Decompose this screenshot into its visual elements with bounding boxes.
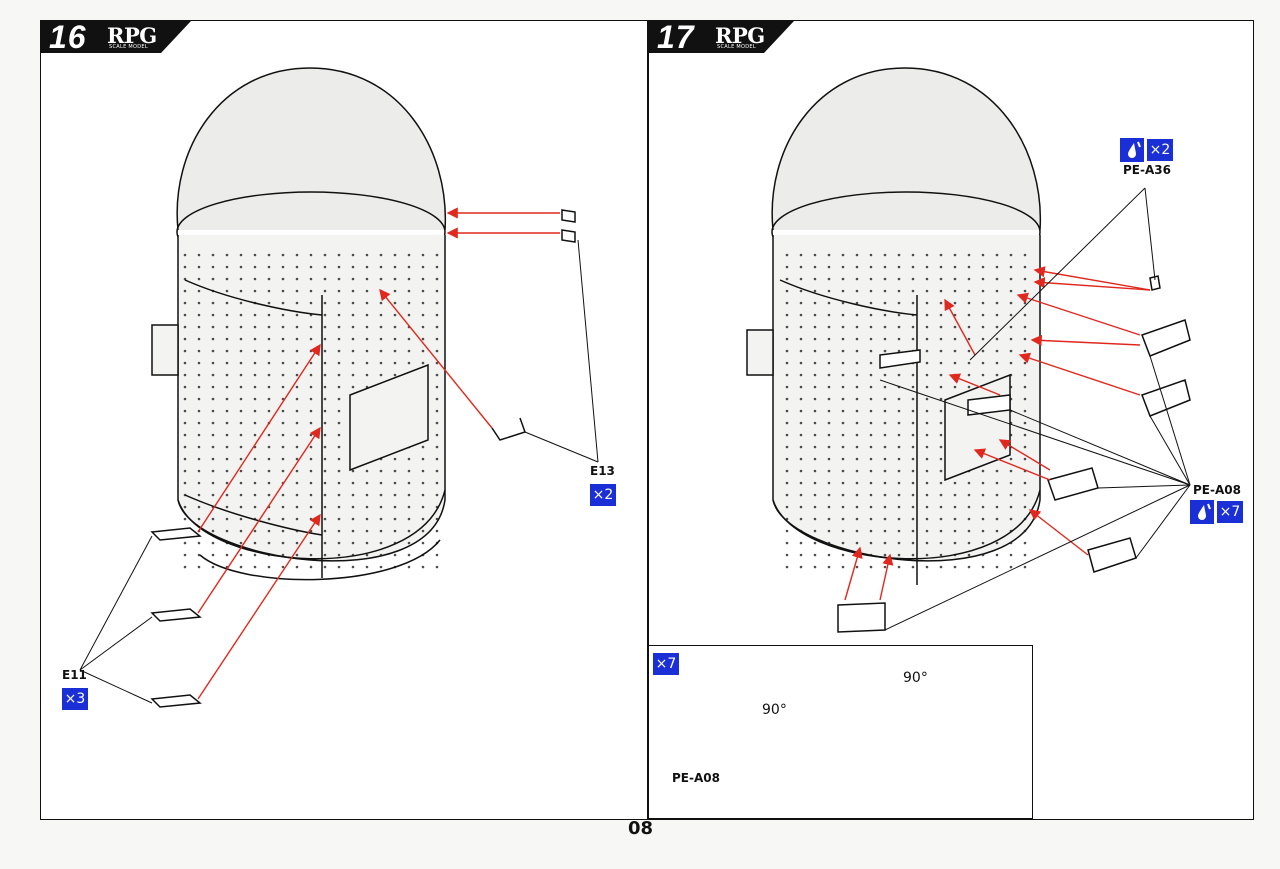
part-label-e13: E13 (590, 464, 615, 478)
part-label-e11: E11 (62, 668, 87, 682)
page-number: 08 (628, 818, 654, 839)
step-17-header: 17 RPG SCALE MODEL (649, 19, 794, 55)
brand-logo: RPG (107, 23, 157, 48)
brand-logo: RPG (715, 23, 765, 48)
part-label-pe-a08: PE-A08 (1193, 483, 1241, 497)
step-16-header: 16 RPG SCALE MODEL (41, 19, 191, 55)
step-number: 17 (657, 19, 695, 55)
inset-part-label: PE-A08 (672, 771, 720, 785)
brand-sub: SCALE MODEL (109, 44, 148, 50)
step-divider (647, 20, 649, 820)
turret-16 (151, 67, 447, 581)
brand-sub: SCALE MODEL (717, 44, 756, 50)
qty-badge-pe-a08: ×7 (1217, 501, 1243, 523)
glue-drop-icon (1190, 500, 1214, 524)
part-label-pe-a36: PE-A36 (1123, 163, 1171, 177)
step-number: 16 (49, 19, 87, 55)
qty-badge-e13: ×2 (590, 484, 616, 506)
angle-label: 90° (762, 702, 787, 718)
inset-qty-badge: ×7 (653, 653, 679, 675)
glue-drop-icon (1120, 138, 1144, 162)
angle-label: 90° (903, 670, 928, 686)
qty-badge-pe-a36: ×2 (1147, 139, 1173, 161)
detail-inset (649, 645, 1033, 819)
qty-badge-e11: ×3 (62, 688, 88, 710)
turret-17 (746, 67, 1042, 585)
